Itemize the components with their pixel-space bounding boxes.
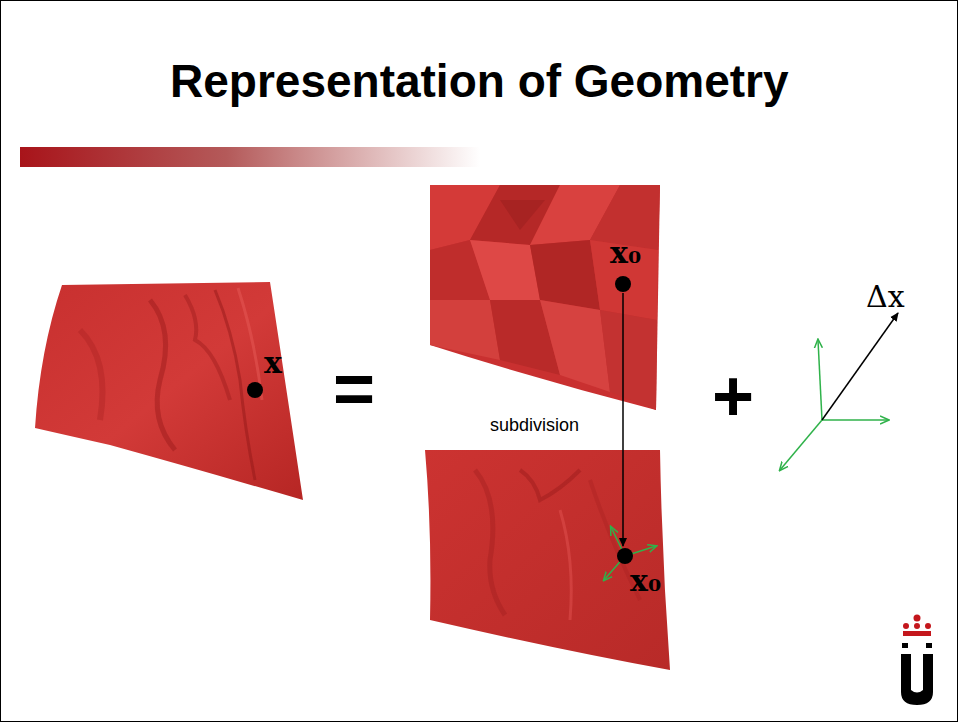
step-label: subdivision: [490, 416, 579, 434]
equals-sign: =: [333, 352, 375, 424]
slide-title: Representation of Geometry: [170, 58, 789, 104]
point-label: x: [264, 348, 282, 378]
point-label: x₀: [630, 566, 661, 596]
plus-sign: +: [712, 360, 754, 432]
university-logo: [901, 615, 933, 706]
displacement-label: Δx: [866, 282, 905, 312]
point-label: x₀: [610, 238, 641, 268]
